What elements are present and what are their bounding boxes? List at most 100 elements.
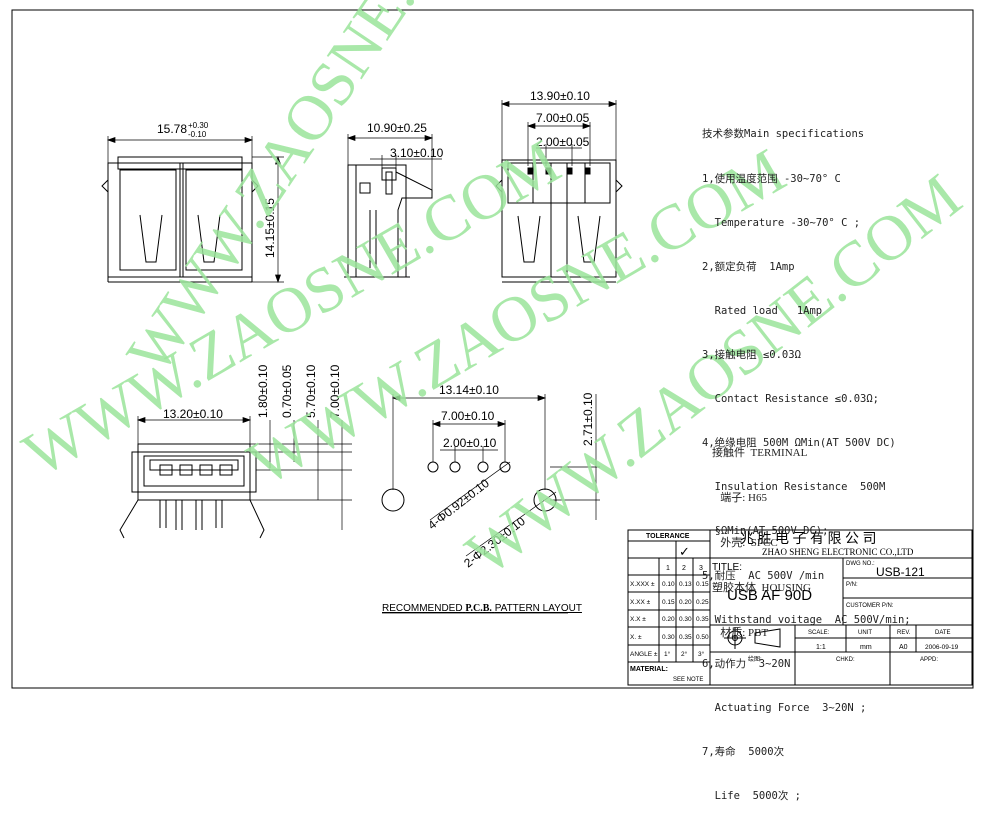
- rev-label: REV.: [897, 630, 911, 636]
- spec-line: Life 5000次 ;: [702, 790, 802, 803]
- material-line: 塑胶本体 HOUSING: [712, 582, 811, 594]
- pcb-caption: RECOMMENDED P.C.B. PATTERN LAYOUT: [382, 603, 582, 614]
- spec-line: 1,使用温度范围 -30~70° C: [702, 172, 841, 185]
- pcb-caption-bold: P.C.B.: [465, 603, 492, 614]
- tol-row-label: X. ±: [630, 634, 642, 641]
- dim-bottom-v4: 7.00±0.10: [328, 364, 342, 418]
- spec-line: Temperature -30~70° C ;: [702, 216, 861, 229]
- unit-value: mm: [860, 644, 872, 651]
- tolerance-col-2: 2: [682, 565, 686, 572]
- dim-side-width: 10.90±0.25: [367, 121, 427, 135]
- rear-dims: [500, 100, 618, 166]
- tol-row-value: 0.20: [679, 599, 692, 606]
- tolerance-rows: X.XXX ± 0.10 0.13 0.15 X.XX ± 0.15 0.20 …: [630, 581, 709, 658]
- material-line: 外壳: SPCC: [712, 537, 778, 549]
- tol-row-label: X.XXX ±: [630, 581, 655, 588]
- tolerance-check: ✓: [679, 544, 690, 559]
- drawing-sheet: 15.78 +0.30 -0.10 14.15±0.15 10.90±0.25 …: [11, 0, 974, 689]
- tolerance-header: TOLERANCE: [646, 533, 690, 540]
- dim-bottom-v2: 0.70±0.05: [280, 364, 294, 418]
- tolerance-col-3: 3: [699, 565, 703, 572]
- material-label: MATERIAL:: [630, 666, 668, 673]
- pcb-dims: [391, 394, 600, 557]
- spec-line: 3,接触电阻 ≤0.03Ω: [702, 348, 801, 361]
- tol-row-label: X.X ±: [630, 616, 646, 623]
- product-title: USB AF 90D: [727, 587, 812, 604]
- spec-line: 2,额定负荷 1Amp: [702, 260, 795, 273]
- dwg-label: DWG NO.:: [846, 561, 875, 567]
- appd-label: APPD:: [920, 657, 938, 663]
- dim-bottom-v3: 5.70±0.10: [304, 364, 318, 418]
- dim-pcb-small: 2.00±0.10: [443, 436, 497, 450]
- rev-value: A0: [899, 644, 908, 651]
- spec-line: Contact Resistance ≤0.03Ω;: [702, 393, 880, 406]
- projection-symbol-icon: [724, 627, 781, 649]
- dim-rear-small: 2.00±0.05: [536, 135, 590, 149]
- date-value: 2006-09-19: [925, 644, 959, 651]
- spec-line: 4,绝缘电阻 500M ΩMin(AT 500V DC): [702, 437, 896, 450]
- date-label: DATE: [935, 630, 951, 636]
- chkd-label: CHKD:: [836, 657, 855, 663]
- dim-rear-width: 13.90±0.10: [530, 89, 590, 103]
- bottom-view: [119, 443, 265, 539]
- tol-row-value: 0.25: [696, 599, 709, 606]
- dim-side-small: 3.10±0.10: [390, 146, 444, 160]
- spec-line: Actuating Force 3~20N ;: [702, 701, 867, 714]
- dim-front-width-tol-upper: +0.30: [188, 121, 209, 130]
- tol-row-value: 0.13: [679, 581, 692, 588]
- tol-row-value: 0.15: [662, 599, 675, 606]
- dim-bottom-width: 13.20±0.10: [163, 407, 223, 421]
- dim-front-width: 15.78: [157, 122, 187, 136]
- company-cn: 兆 胜 电 子 有 限 公 司: [740, 531, 877, 547]
- pcb-caption-after: PATTERN LAYOUT: [495, 603, 582, 614]
- tolerance-col-1: 1: [666, 565, 670, 572]
- front-dim-height: [252, 155, 284, 284]
- materials: 接触件 TERMINAL 端子: H65 外壳: SPCC 塑胶本体 HOUSI…: [712, 416, 811, 656]
- spec-line: 6,动作力 3~20N: [702, 657, 791, 670]
- unit-label: UNIT: [858, 630, 872, 636]
- tol-row-value: 0.30: [662, 634, 675, 641]
- dim-rear-mid: 7.00±0.05: [536, 111, 590, 125]
- dwg-number: USB-121: [876, 565, 925, 579]
- title-block-grid: [627, 529, 973, 686]
- tol-row-value: 2°: [681, 650, 688, 658]
- title-label: TITLE:: [712, 562, 742, 573]
- tol-row-value: 0.30: [679, 616, 692, 623]
- dim-front-height: 14.15±0.15: [263, 198, 277, 258]
- tol-row-value: 1°: [664, 650, 671, 658]
- material-line: 端子: H65: [712, 492, 767, 504]
- bottom-dims: [136, 416, 352, 530]
- spec-line: Withstand voitage AC 500V/min;: [702, 613, 911, 626]
- tol-row-value: 3°: [698, 650, 705, 658]
- dim-pcb-mid: 7.00±0.10: [441, 409, 495, 423]
- tol-row-value: 0.20: [662, 616, 675, 623]
- spec-line: §ΩMin(AT 500V DC);: [702, 525, 829, 538]
- front-dim-width: [106, 136, 254, 163]
- dim-bottom-v1: 1.80±0.10: [256, 364, 270, 418]
- tol-row-value: 0.15: [696, 581, 709, 588]
- material-line: 材质: PBT: [712, 627, 769, 639]
- material-line: 接触件 TERMINAL: [712, 447, 808, 459]
- company-en: ZHAO SHENG ELECTRONIC CO.,LTD: [762, 547, 914, 557]
- draw-label: 绘图:: [748, 655, 762, 663]
- material-value: SEE NOTE: [673, 677, 703, 683]
- tol-row-value: 0.10: [662, 581, 675, 588]
- tol-row-value: 0.35: [679, 634, 692, 641]
- spec-line: Rated load 1Amp: [702, 304, 823, 317]
- scale-label: SCALE:: [808, 630, 830, 636]
- scale-value: 1:1: [816, 644, 826, 651]
- customer-pn-label: CUSTOMER P/N:: [846, 603, 894, 609]
- spec-line: 7,寿命 5000次: [702, 745, 785, 758]
- dim-pcb-width: 13.14±0.10: [439, 383, 499, 397]
- rear-view: [495, 159, 623, 283]
- tol-row-label: ANGLE ±: [630, 651, 658, 658]
- side-dim-width: [346, 134, 434, 190]
- tol-row-value: 0.35: [696, 616, 709, 623]
- pcb-caption-before: RECOMMENDED: [382, 603, 463, 614]
- side-dim-small: [370, 155, 442, 168]
- side-view: [344, 164, 433, 278]
- spec-line: Insulation Resistance 500M: [702, 481, 886, 494]
- sheet-border: [11, 9, 974, 689]
- front-view: [101, 156, 259, 283]
- dim-front-width-tol-lower: -0.10: [188, 130, 207, 139]
